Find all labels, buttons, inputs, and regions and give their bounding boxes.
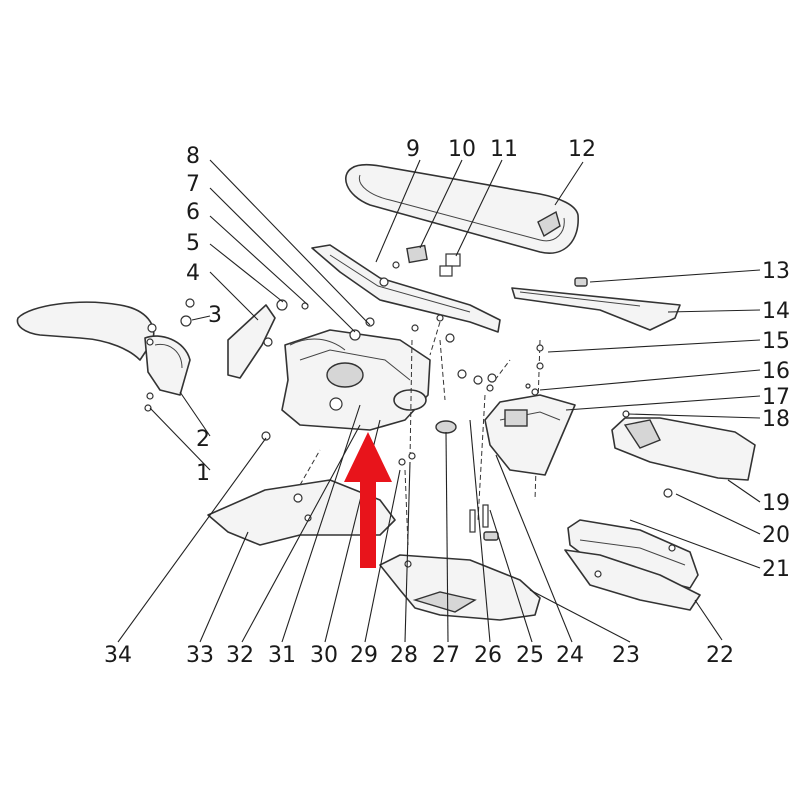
side-cover-left-part (207, 479, 396, 546)
nut-11-part (439, 253, 461, 277)
callout-24: 24 (556, 643, 584, 668)
callout-18: 18 (762, 407, 790, 432)
callout-23: 23 (612, 643, 640, 668)
tail-light-part (611, 410, 756, 498)
callout-17: 17 (762, 385, 790, 410)
callout-7: 7 (186, 172, 200, 197)
callout-15: 15 (762, 329, 790, 354)
tail-bracket-part (484, 344, 576, 476)
callout-12: 12 (568, 137, 596, 162)
callout-16: 16 (762, 359, 790, 384)
callout-34: 34 (104, 643, 132, 668)
callout-31: 31 (268, 643, 296, 668)
callout-11: 11 (490, 137, 518, 162)
airbox-assembly-part (281, 314, 455, 431)
rear-mudguard-part (564, 519, 701, 611)
front-fender-part (16, 298, 195, 412)
callout-labels: 8 7 6 5 4 3 2 1 9 10 11 12 13 14 15 16 1… (104, 137, 790, 668)
callout-26: 26 (474, 643, 502, 668)
callout-19: 19 (762, 491, 790, 516)
callout-3: 3 (208, 303, 222, 328)
highlight-arrow (344, 432, 392, 568)
callout-33: 33 (186, 643, 214, 668)
callout-13: 13 (762, 259, 790, 284)
center-hardware (261, 369, 499, 541)
frame-rail-part (311, 244, 501, 333)
callout-25: 25 (516, 643, 544, 668)
callout-28: 28 (390, 643, 418, 668)
callout-2: 2 (196, 427, 210, 452)
callout-27: 27 (432, 643, 460, 668)
callout-1: 1 (196, 461, 210, 486)
callout-9: 9 (406, 137, 420, 162)
cover-4-part (227, 299, 309, 379)
grommet-13-part (574, 277, 588, 287)
side-rail-part (511, 287, 681, 331)
callout-20: 20 (762, 523, 790, 548)
callout-5: 5 (186, 231, 200, 256)
callout-30: 30 (310, 643, 338, 668)
seat-part (345, 163, 579, 254)
side-cover-right-part (379, 554, 541, 621)
callout-8: 8 (186, 144, 200, 169)
callout-6: 6 (186, 200, 200, 225)
red-arrow-icon (344, 432, 392, 568)
leader-lines (117, 159, 761, 643)
clip-10-part (392, 244, 428, 269)
callout-32: 32 (226, 643, 254, 668)
callout-10: 10 (448, 137, 476, 162)
callout-22: 22 (706, 643, 734, 668)
callout-14: 14 (762, 299, 790, 324)
callout-4: 4 (186, 261, 200, 286)
callout-21: 21 (762, 557, 790, 582)
callout-29: 29 (350, 643, 378, 668)
